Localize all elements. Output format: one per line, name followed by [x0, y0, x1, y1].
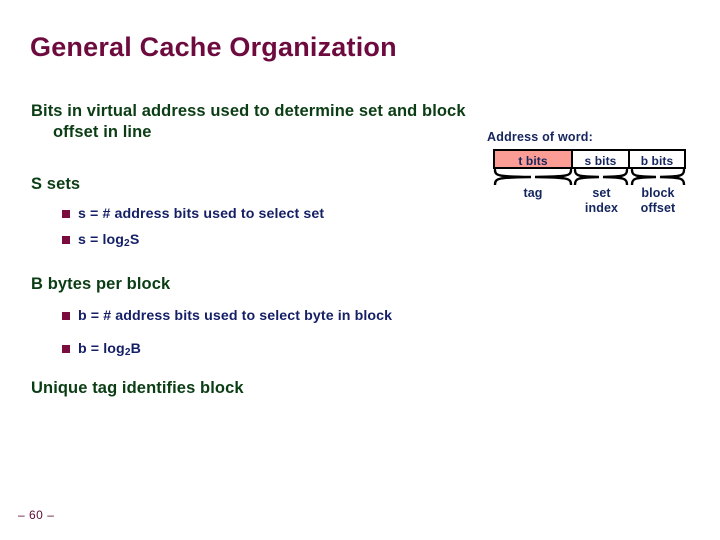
- sub-bullet-b-log-subscript: 2: [124, 346, 131, 358]
- address-field-names: tag set index block offset: [493, 186, 686, 217]
- address-layout-diagram: Address of word: t bits s bits b bits ta…: [487, 130, 692, 217]
- field-name-set-line2: index: [584, 201, 619, 216]
- sub-bullet-b-log-post: B: [130, 341, 141, 357]
- sub-bullet-s-log-post: S: [129, 232, 140, 248]
- heading-unique-tag: Unique tag identifies block: [31, 379, 244, 397]
- sub-bullet-b-log-pre: b = log: [78, 341, 125, 357]
- field-name-set-index: set index: [573, 186, 630, 217]
- address-field-boxes: t bits s bits b bits: [493, 149, 686, 169]
- square-bullet-icon: [62, 345, 70, 353]
- sub-bullet-b-definition: b = # address bits used to select byte i…: [62, 308, 392, 324]
- bullet-intro-line2: offset in line: [53, 123, 152, 142]
- sub-bullet-s-log-subscript: 2: [124, 237, 130, 249]
- field-name-tag: tag: [493, 186, 573, 217]
- field-name-block-offset: block offset: [630, 186, 686, 217]
- field-name-block-line2: offset: [640, 201, 676, 216]
- square-bullet-icon: [62, 312, 70, 320]
- address-field-tag-bits: t bits: [493, 149, 573, 169]
- diagram-caption: Address of word:: [487, 130, 593, 144]
- field-name-tag-line1: tag: [523, 186, 543, 200]
- field-name-block-line1: block: [641, 186, 675, 200]
- sub-bullet-s-definition: s = # address bits used to select set: [62, 206, 324, 222]
- field-name-set-line1: set: [592, 186, 611, 200]
- address-field-set-bits: s bits: [573, 149, 630, 169]
- field-brace-icons: [493, 169, 686, 185]
- heading-b-bytes-per-block: B bytes per block: [31, 275, 171, 293]
- sub-bullet-s-log-pre: s = log: [78, 232, 125, 248]
- heading-s-sets: S sets: [31, 175, 81, 193]
- bullet-intro: Bits in virtual address used to determin…: [31, 101, 471, 144]
- slide-number: – 60 –: [18, 508, 55, 522]
- page-title: General Cache Organization: [30, 32, 397, 62]
- sub-bullet-s-definition-label: s = # address bits used to select set: [78, 206, 325, 222]
- square-bullet-icon: [62, 236, 70, 244]
- address-field-block-bits: b bits: [630, 149, 686, 169]
- sub-bullet-b-definition-label: b = # address bits used to select byte i…: [78, 308, 393, 324]
- bullet-intro-line1: Bits in virtual address used to determin…: [31, 102, 466, 120]
- square-bullet-icon: [62, 210, 70, 218]
